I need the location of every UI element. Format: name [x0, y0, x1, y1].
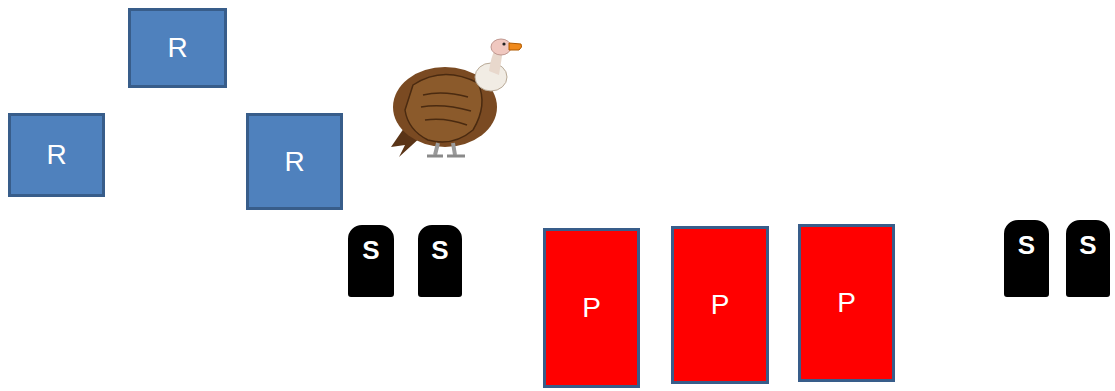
p-box: P: [798, 224, 895, 382]
node-letter: S: [431, 235, 448, 266]
s-tombstone: S: [418, 225, 462, 297]
picture-ground: [383, 35, 549, 161]
vulture-feet: [427, 155, 465, 158]
s-tombstone: S: [1066, 220, 1110, 297]
node-letter: P: [582, 292, 601, 324]
r-box: R: [246, 113, 343, 210]
node-letter: S: [1079, 230, 1096, 261]
node-letter: R: [167, 32, 187, 64]
r-box: R: [8, 113, 105, 197]
s-tombstone: S: [1004, 220, 1049, 297]
vulture-eye: [502, 42, 505, 45]
node-letter: R: [284, 146, 304, 178]
node-letter: S: [1018, 230, 1035, 261]
vulture-head: [491, 39, 511, 55]
p-box: P: [671, 226, 769, 384]
r-box: R: [128, 8, 227, 88]
p-box: P: [543, 228, 640, 388]
node-letter: R: [46, 139, 66, 171]
node-letter: P: [711, 289, 730, 321]
vulture-wing: [405, 74, 482, 142]
s-tombstone: S: [348, 225, 394, 297]
vulture-beak: [509, 43, 522, 50]
node-letter: S: [362, 235, 379, 266]
wing-feathers: [421, 93, 471, 125]
vulture-legs: [435, 143, 455, 155]
node-letter: P: [837, 287, 856, 319]
vulture-illustration: [383, 35, 549, 161]
